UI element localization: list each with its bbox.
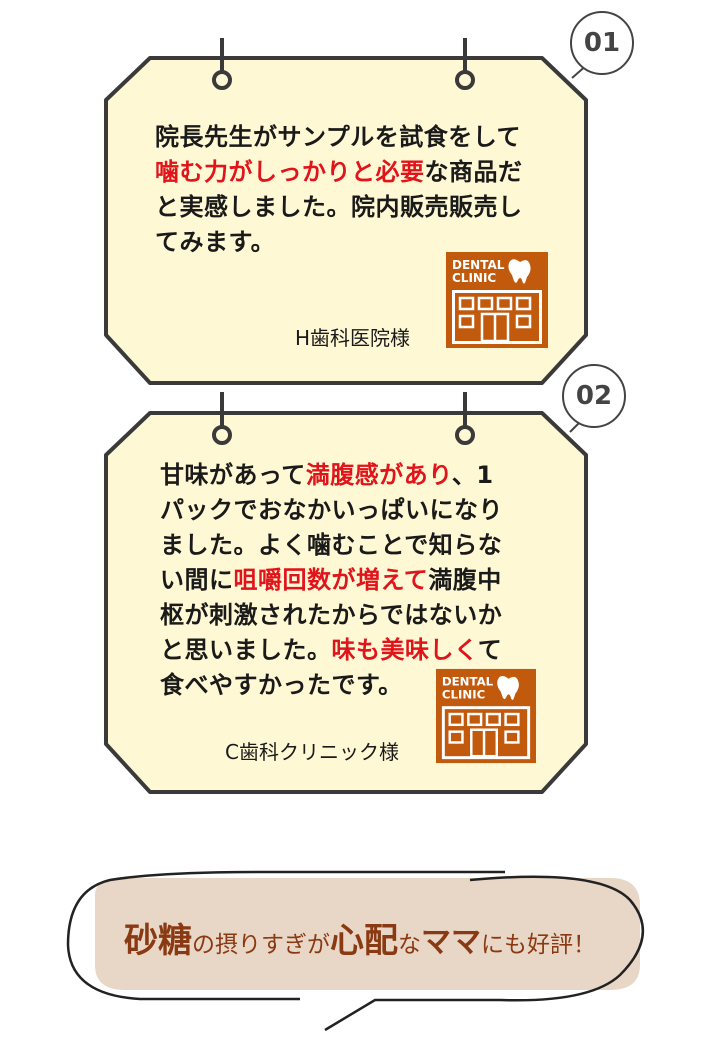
text-line: い間に咀嚼回数が増えて満腹中: [160, 563, 560, 598]
hanger-ring-right: [455, 425, 475, 445]
body-text: パックでおなかいっぱいになり: [160, 496, 503, 524]
text-line: ました。よく噛むことで知らな: [160, 528, 560, 563]
badge-line1: DENTAL: [442, 675, 494, 689]
text-line: と思いました。味も美味しくて: [160, 633, 560, 668]
body-text: 枢が刺激されたからではないか: [160, 601, 503, 629]
tagline-segment: ママ: [421, 925, 481, 960]
text-line: と実感しました。院内販売販売し: [155, 190, 575, 225]
body-text: い間に: [160, 566, 234, 594]
number-badge-1: 01: [570, 11, 634, 75]
body-text: 院長先生がサンプルを試食をして: [155, 123, 522, 151]
tagline-segment: 砂糖: [124, 921, 192, 961]
badge-line2: CLINIC: [452, 271, 496, 285]
body-text: 、1: [451, 461, 494, 489]
highlight-text: 満腹感があり: [305, 461, 452, 489]
body-text: 満腹中: [428, 566, 502, 594]
tagline-segment: の摂りすぎが: [192, 932, 330, 958]
hanger-ring-right: [455, 70, 475, 90]
body-text: と実感しました。院内販売販売し: [155, 193, 523, 221]
text-line: パックでおなかいっぱいになり: [160, 493, 560, 528]
body-text: な商品だ: [424, 158, 523, 186]
dental-clinic-icon: DENTAL CLINIC: [446, 252, 548, 348]
body-text: てみます。: [155, 228, 276, 256]
number-badge-2: 02: [562, 364, 626, 428]
testimonial-text-1: 院長先生がサンプルを試食をして噛む力がしっかりと必要な商品だと実感しました。院内…: [155, 120, 575, 260]
badge-line1: DENTAL: [452, 258, 505, 272]
hanger-ring-left: [212, 425, 232, 445]
body-text: と思いました。: [160, 636, 332, 664]
tagline-segment: にも好評！: [481, 932, 596, 958]
body-text: ました。よく噛むことで知らな: [160, 531, 503, 559]
badge-line2: CLINIC: [442, 687, 485, 701]
body-text: て: [477, 636, 503, 664]
highlight-text: 味も美味しく: [331, 636, 478, 664]
body-text: 食べやすかったです。: [160, 671, 403, 699]
body-text: 甘味があって: [160, 461, 306, 489]
clinic-name-1: H歯科医院様: [295, 326, 411, 350]
testimonial-text-2: 甘味があって満腹感があり、1 パックでおなかいっぱいになりました。よく噛むことで知…: [160, 458, 560, 703]
text-line: 枢が刺激されたからではないか: [160, 598, 560, 633]
hanger-ring-left: [212, 70, 232, 90]
tagline-segment: な: [398, 932, 421, 958]
text-line: 甘味があって満腹感があり、1: [160, 458, 560, 493]
text-line: 院長先生がサンプルを試食をして: [155, 120, 575, 155]
tagline-segment: 心配: [330, 921, 398, 961]
speech-bubble: [66, 870, 645, 1032]
dental-clinic-icon: DENTAL CLINIC: [436, 668, 536, 764]
bubble-tagline: 砂糖の摂りすぎが心配なママにも好評！: [80, 913, 640, 973]
highlight-text: 咀嚼回数が増えて: [233, 566, 429, 594]
clinic-name-2: C歯科クリニック様: [225, 740, 399, 764]
text-line: 噛む力がしっかりと必要な商品だ: [155, 155, 575, 190]
highlight-text: 噛む力がしっかりと必要: [155, 158, 425, 186]
text-line: 食べやすかったです。: [160, 668, 560, 703]
text-line: てみます。: [155, 225, 575, 260]
